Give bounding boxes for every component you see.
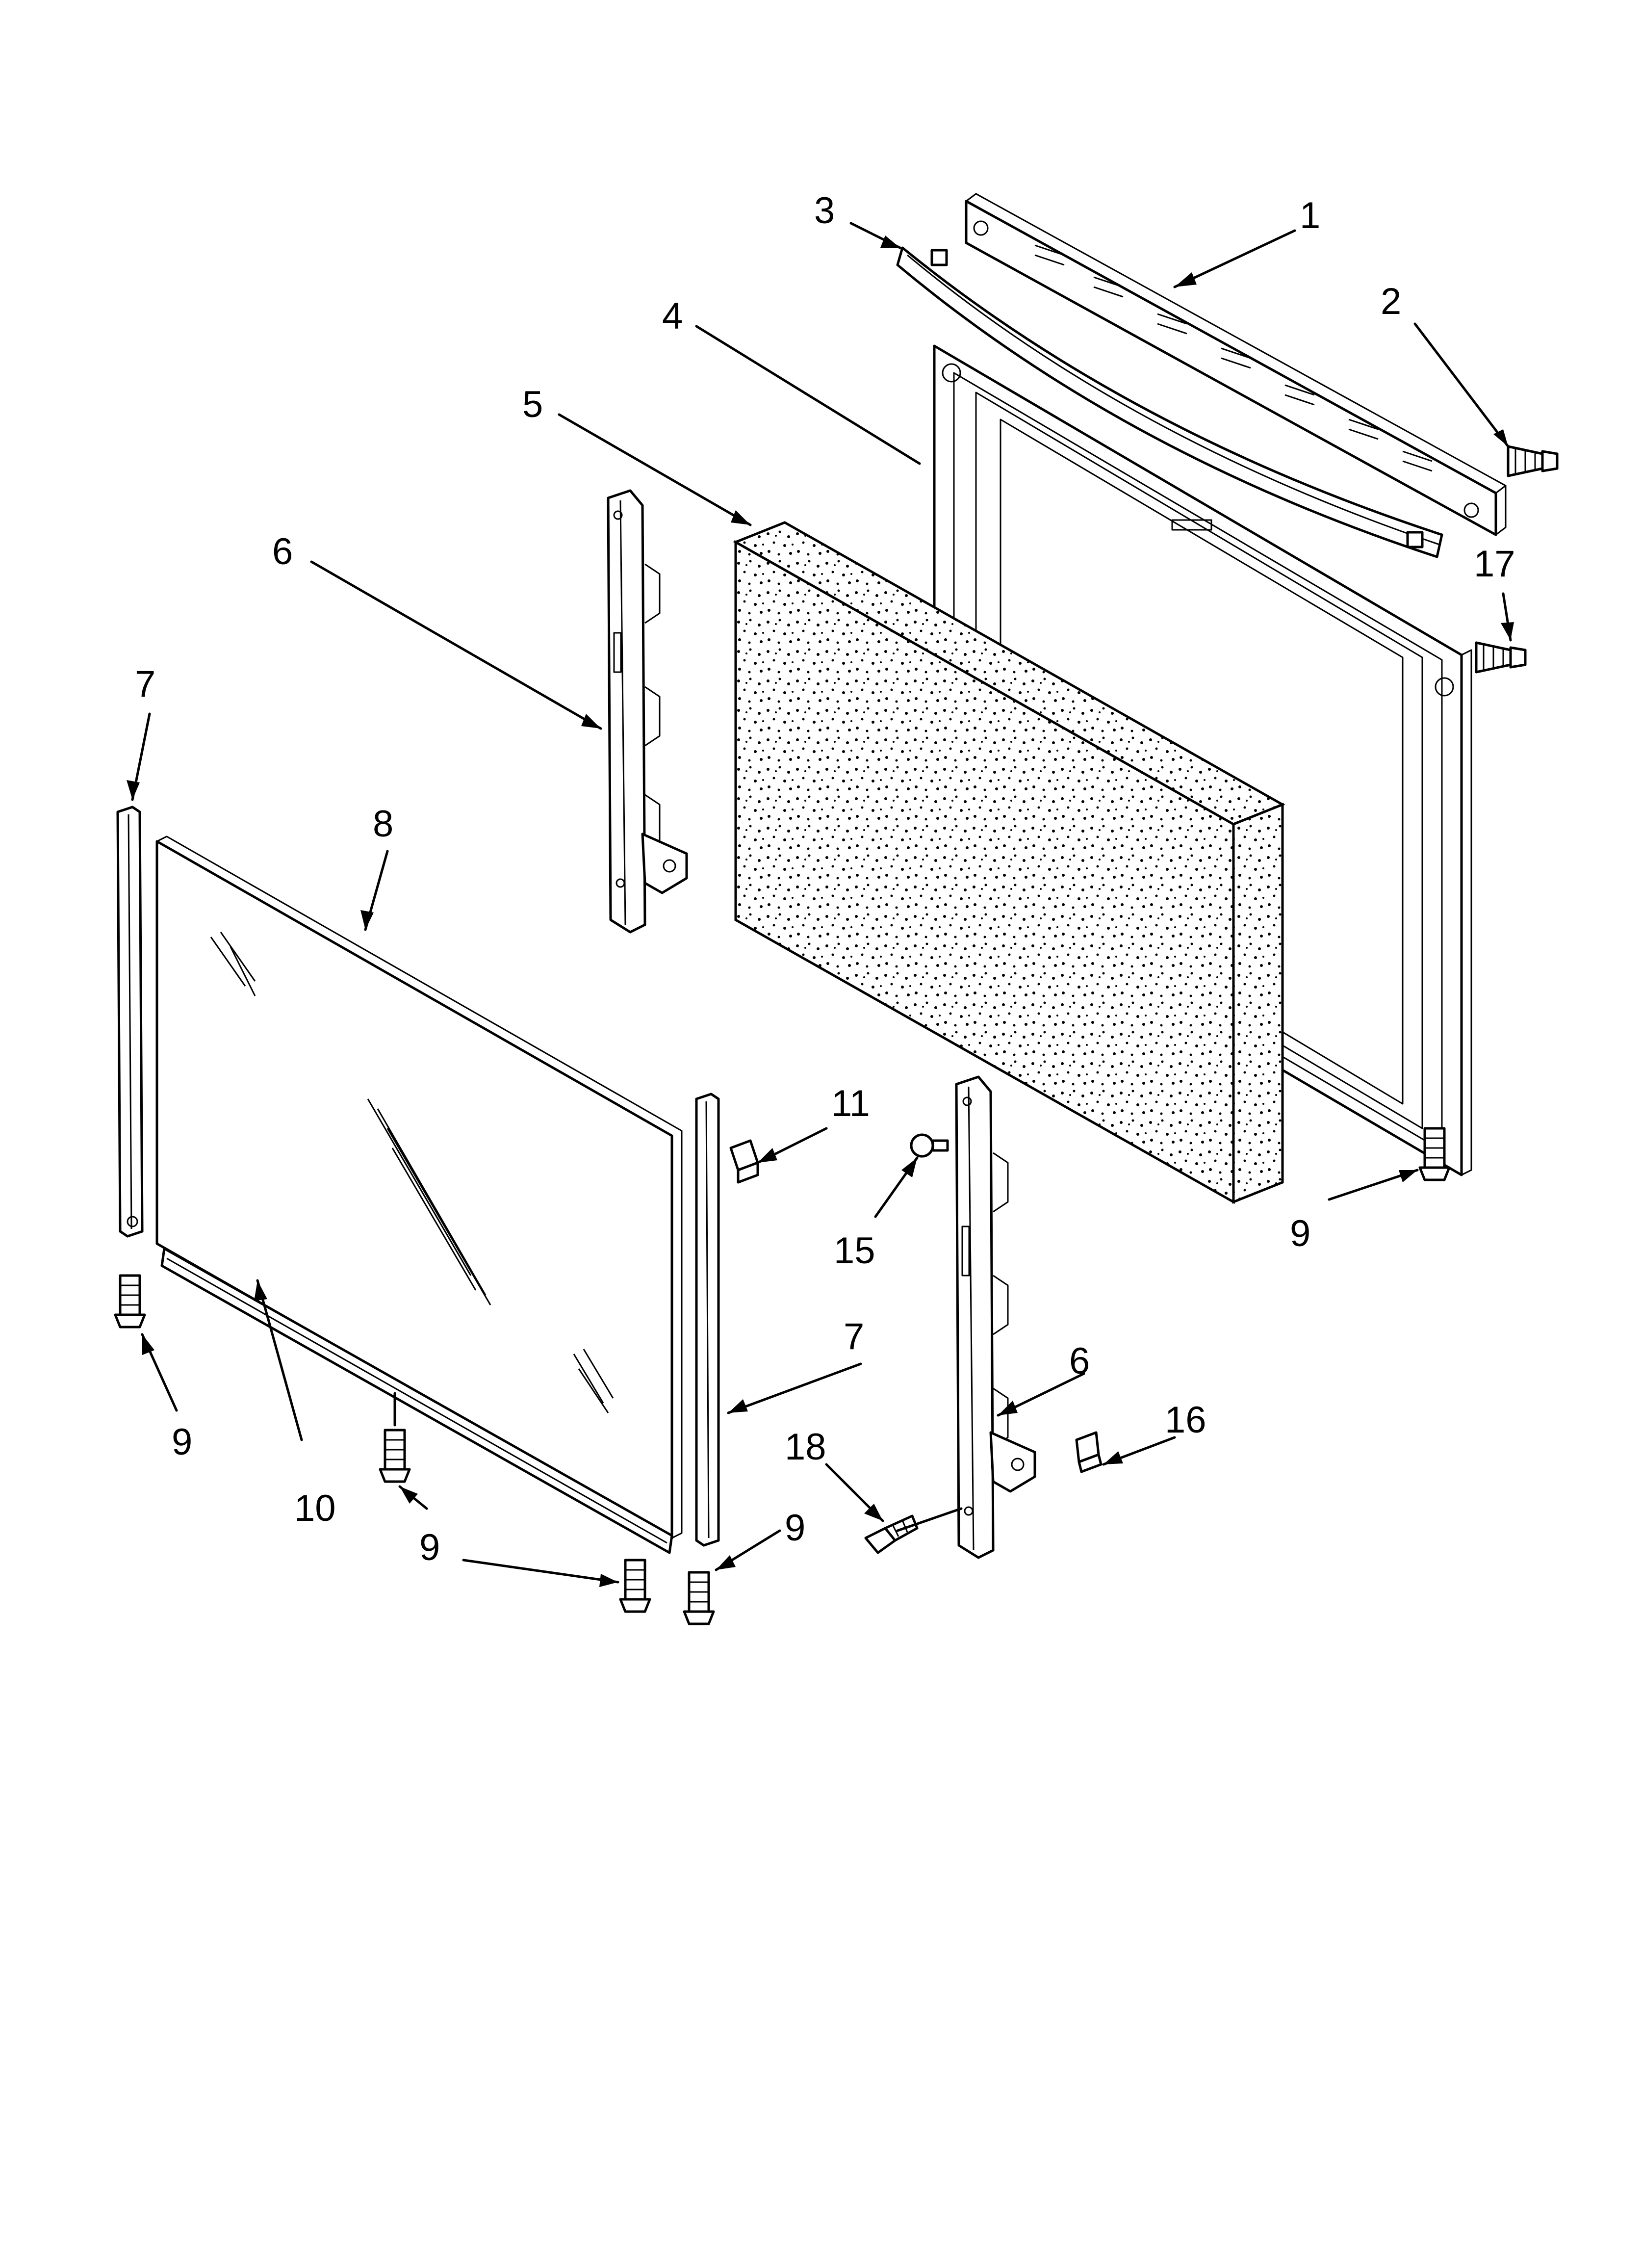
leader-lines — [127, 222, 1514, 1587]
leader-2 — [1413, 322, 1510, 448]
callout-17: 17 — [1474, 543, 1515, 585]
leader-18b — [896, 1507, 963, 1532]
callout-3: 3 — [814, 190, 835, 232]
part-9-screw-3 — [619, 1559, 651, 1613]
callout-15: 15 — [834, 1230, 875, 1272]
leader-5 — [558, 413, 752, 526]
callout-8: 8 — [373, 803, 393, 845]
part-2-screw — [1507, 445, 1559, 477]
callout-2: 2 — [1381, 281, 1401, 322]
part-7-side-trim-right — [695, 1093, 720, 1547]
part-3-handle — [896, 246, 1443, 558]
part-6-hinge-channel-upper — [607, 489, 688, 934]
part-8-glass-panel — [155, 835, 683, 1539]
callout-1: 1 — [1300, 195, 1320, 236]
leader-10 — [256, 1279, 303, 1441]
part-6-hinge-channel-lower — [955, 1075, 1036, 1559]
callout-labels: 1 2 3 4 5 6 6 7 7 8 9 9 9 9 10 11 15 16 … — [135, 190, 1515, 1568]
callout-10: 10 — [294, 1487, 336, 1529]
callout-11: 11 — [831, 1083, 870, 1124]
leader-9c — [462, 1559, 619, 1584]
part-9-screw-5 — [1418, 1127, 1451, 1181]
part-17-screw — [1475, 641, 1527, 674]
callout-7-left: 7 — [135, 663, 155, 705]
callout-18: 18 — [785, 1426, 826, 1468]
callout-9-a: 9 — [172, 1421, 192, 1463]
part-9-screw-4 — [683, 1571, 715, 1625]
part-18-screw — [864, 1514, 919, 1554]
part-11-clip — [729, 1139, 759, 1184]
callout-16: 16 — [1165, 1399, 1206, 1441]
callout-9-c: 9 — [785, 1507, 805, 1549]
part-10-bottom-trim — [160, 1247, 673, 1554]
leader-4 — [695, 325, 921, 465]
part-16-clip — [1075, 1431, 1103, 1473]
part-9-screw-1 — [114, 1274, 146, 1329]
callout-7-right: 7 — [844, 1316, 864, 1357]
leader-1 — [1173, 229, 1296, 288]
part-7-side-trim-left — [116, 806, 144, 1238]
leader-6a — [310, 560, 602, 730]
callout-5: 5 — [522, 384, 543, 425]
callout-6-lower: 6 — [1069, 1340, 1090, 1382]
part-9-screw-2 — [379, 1429, 411, 1483]
callout-6-upper: 6 — [272, 531, 293, 573]
part-15-screw — [910, 1133, 949, 1158]
part-1-vent-trim — [965, 193, 1507, 536]
callout-9-b: 9 — [419, 1527, 440, 1568]
part-5-insulation — [733, 521, 1285, 1204]
leader-7b — [727, 1362, 862, 1414]
callout-9-d: 9 — [1290, 1213, 1310, 1254]
callout-4: 4 — [662, 295, 683, 337]
